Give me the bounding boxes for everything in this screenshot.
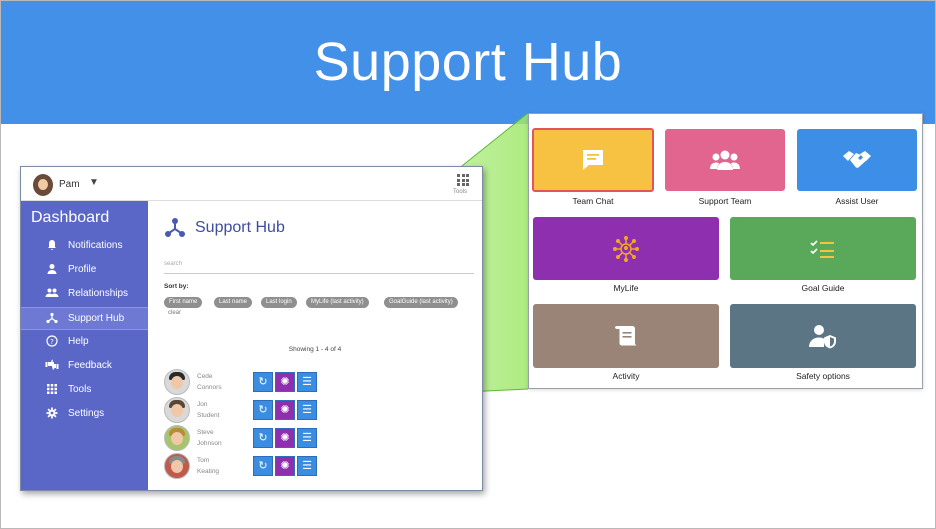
mylife-mini-button[interactable]: ✺	[275, 400, 295, 420]
chevron-down-icon[interactable]: ▼	[89, 177, 99, 188]
sidebar-item-profile[interactable]: Profile	[21, 259, 148, 282]
apps-grid-icon[interactable]	[457, 174, 469, 186]
sort-label: Sort by:	[164, 283, 189, 290]
sidebar-item-label: Notifications	[68, 240, 123, 251]
tools-label: Tools	[453, 189, 468, 195]
sidebar-item-label: Help	[68, 336, 89, 347]
user-name[interactable]: Pam	[59, 179, 80, 190]
sidebar-item-relationships[interactable]: Relationships	[21, 283, 148, 306]
student-actions: ↻ ✺ ☰	[253, 400, 319, 420]
support-team-tile[interactable]	[665, 129, 785, 191]
sidebar-item-feedback[interactable]: Feedback	[21, 355, 148, 378]
mylife-mini-button[interactable]: ✺	[275, 456, 295, 476]
hub-icon	[45, 312, 59, 326]
sort-chip-last-login[interactable]: Last login	[261, 297, 297, 308]
handshake-icon	[797, 129, 917, 191]
student-actions: ↻ ✺ ☰	[253, 456, 319, 476]
sidebar-item-label: Support Hub	[68, 313, 125, 324]
svg-text:?: ?	[50, 338, 54, 346]
sidebar-item-label: Feedback	[68, 360, 112, 371]
goal-guide-mini-button[interactable]: ☰	[297, 456, 317, 476]
student-actions: ↻ ✺ ☰	[253, 372, 319, 392]
avatar	[164, 453, 190, 479]
app-window: Pam ▼ Tools Dashboard Notifications Prof…	[20, 166, 483, 491]
mylife-network-icon	[533, 217, 719, 280]
clear-link[interactable]: clear	[168, 310, 182, 316]
checklist-icon	[730, 217, 916, 280]
mylife-label: MyLife	[613, 283, 639, 293]
assist-user-mini-button[interactable]: ↻	[253, 428, 273, 448]
team-chat-tile[interactable]	[532, 128, 654, 192]
sort-chip-mylife[interactable]: MyLife (last activity)	[306, 297, 369, 308]
activity-label: Activity	[612, 371, 640, 381]
support-team-label: Support Team	[698, 196, 752, 206]
safety-options-tile[interactable]	[730, 304, 916, 368]
goal-guide-mini-button[interactable]: ☰	[297, 372, 317, 392]
chat-bubble-icon	[534, 130, 652, 190]
sidebar-item-notifications[interactable]: Notifications	[21, 235, 148, 258]
help-icon: ?	[45, 335, 59, 349]
sidebar-item-label: Profile	[68, 264, 97, 275]
bell-icon	[45, 239, 59, 253]
mylife-mini-button[interactable]: ✺	[275, 428, 295, 448]
sidebar-item-help[interactable]: ? Help	[21, 331, 148, 354]
banner: Support Hub	[1, 1, 935, 124]
assist-user-mini-button[interactable]: ↻	[253, 400, 273, 420]
banner-title: Support Hub	[313, 32, 623, 92]
assist-user-mini-button[interactable]: ↻	[253, 372, 273, 392]
search-input[interactable]: search	[164, 261, 183, 267]
results-count: Showing 1 - 4 of 4	[288, 346, 342, 353]
support-hub-tiles-panel: Team Chat Support Team Assist User	[528, 113, 923, 389]
user-shield-icon	[730, 304, 916, 368]
sidebar-item-label: Settings	[68, 408, 105, 419]
user-avatar[interactable]	[33, 174, 53, 196]
thumbs-icon	[45, 359, 59, 373]
mylife-tile[interactable]	[533, 217, 719, 280]
sidebar-item-support-hub[interactable]: Support Hub	[21, 307, 148, 330]
avatar	[164, 369, 190, 395]
sort-chip-last-name[interactable]: Last name	[214, 297, 253, 308]
goal-guide-tile[interactable]	[730, 217, 916, 280]
sidebar-item-settings[interactable]: Settings	[21, 403, 148, 426]
mylife-mini-button[interactable]: ✺	[275, 372, 295, 392]
activity-tile[interactable]	[533, 304, 719, 368]
people-icon	[45, 287, 59, 301]
student-actions: ↻ ✺ ☰	[253, 428, 319, 448]
goal-guide-mini-button[interactable]: ☰	[297, 428, 317, 448]
hub-icon	[165, 218, 185, 237]
sidebar: Dashboard Notifications Profile Relation…	[21, 201, 148, 490]
page-title: Support Hub	[195, 219, 285, 236]
sort-chip-first-name[interactable]: First name	[164, 297, 203, 308]
search-underline	[164, 273, 474, 274]
sidebar-item-tools[interactable]: Tools	[21, 379, 148, 402]
main-content: Support Hub search Sort by: First name L…	[148, 201, 482, 490]
team-chat-label: Team Chat	[572, 196, 614, 206]
app-topbar: Pam ▼ Tools	[21, 167, 482, 201]
avatar	[164, 397, 190, 423]
assist-user-tile[interactable]	[797, 129, 917, 191]
sidebar-item-label: Relationships	[68, 288, 129, 299]
goal-guide-mini-button[interactable]: ☰	[297, 400, 317, 420]
sidebar-item-label: Tools	[68, 384, 92, 395]
safety-options-label: Safety options	[796, 371, 850, 381]
gear-icon	[45, 407, 59, 421]
scroll-icon	[533, 304, 719, 368]
team-icon	[665, 129, 785, 191]
assist-user-label: Assist User	[835, 196, 879, 206]
sidebar-title: Dashboard	[31, 209, 110, 226]
grid-icon	[45, 383, 59, 397]
goal-guide-label: Goal Guide	[801, 283, 845, 293]
assist-user-mini-button[interactable]: ↻	[253, 456, 273, 476]
person-icon	[45, 263, 59, 277]
sort-chip-goalguide[interactable]: GoalGuide (last activity)	[384, 297, 458, 308]
avatar	[164, 425, 190, 451]
